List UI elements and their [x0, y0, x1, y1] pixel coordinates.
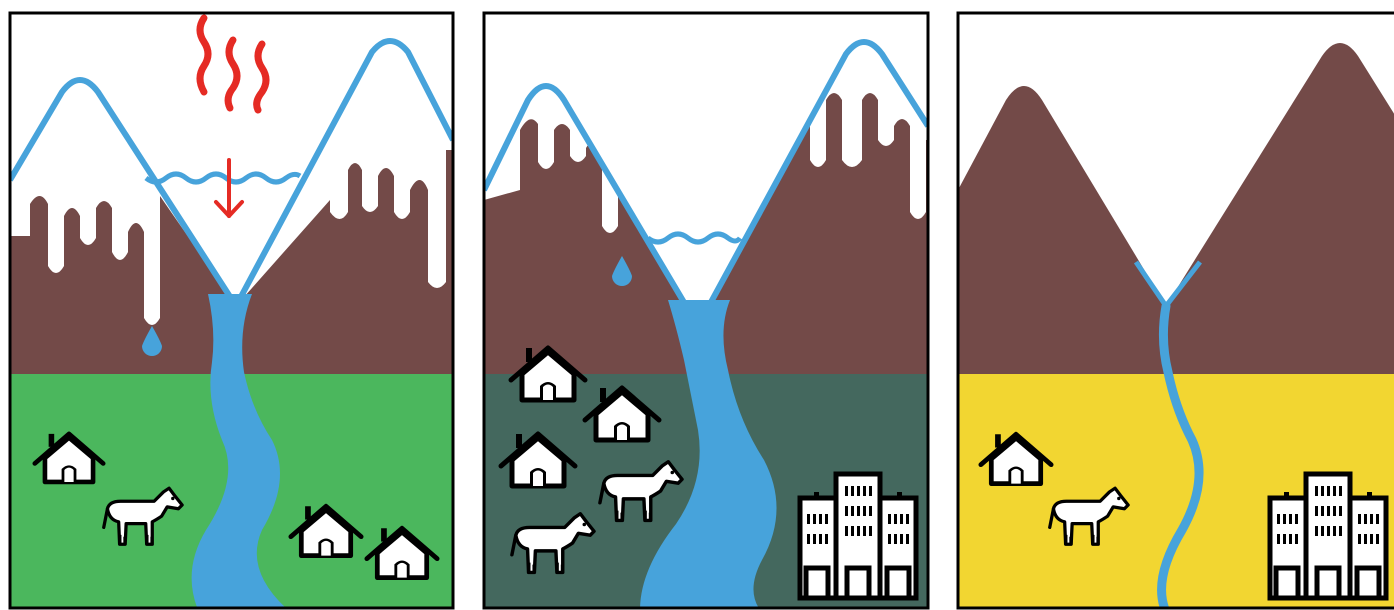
panel-3: [958, 13, 1394, 610]
building-icon: [800, 474, 916, 598]
panel-1: [10, 13, 453, 610]
building-icon: [1270, 474, 1386, 598]
panel-2: [484, 13, 928, 610]
